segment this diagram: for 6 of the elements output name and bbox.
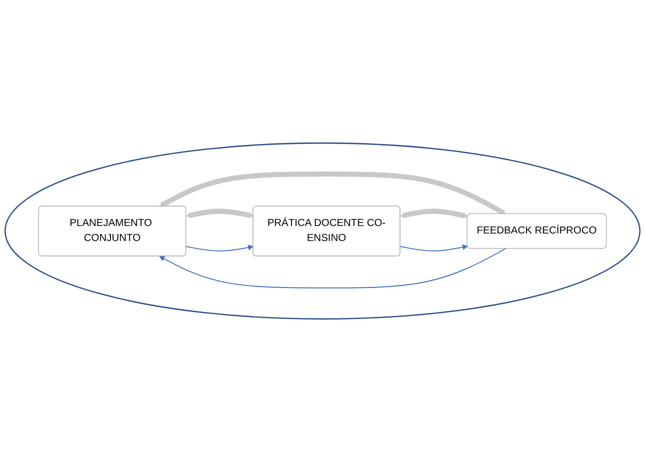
arrow bbox=[400, 208, 468, 218]
arrow bbox=[159, 248, 506, 288]
arrow bbox=[400, 244, 468, 252]
arrow bbox=[186, 244, 254, 252]
arrow bbox=[186, 208, 254, 218]
arrow bbox=[159, 172, 506, 216]
